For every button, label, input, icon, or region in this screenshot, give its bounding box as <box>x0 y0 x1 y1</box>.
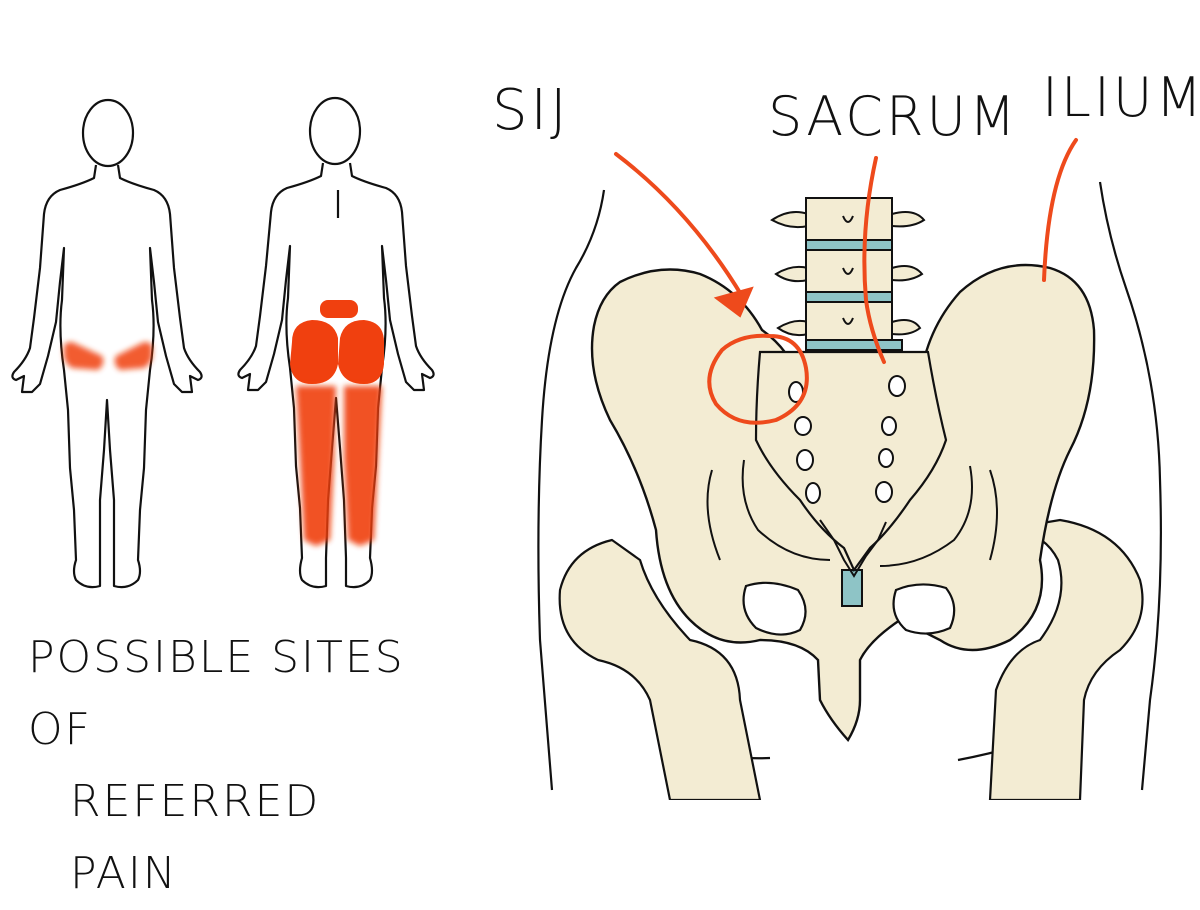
referred-pain-caption: POSSIBLE SITES OF REFERRED PAIN <box>28 622 428 910</box>
sacrum-bone <box>754 350 948 573</box>
front-pain-right-groin <box>114 342 153 370</box>
sacral-foramina <box>788 375 906 504</box>
left-obturator-foramen <box>742 581 807 636</box>
label-sacrum: SACRUM <box>768 85 1019 148</box>
back-pain-right-leg <box>344 386 382 546</box>
back-pain-lower-back <box>320 300 358 318</box>
sij-pointer <box>614 152 744 298</box>
front-body-outline <box>11 164 203 589</box>
lumbar-spine <box>770 197 926 351</box>
back-pain-left-leg <box>296 386 336 546</box>
right-obturator-foramen <box>892 583 956 635</box>
caption-line-2: REFERRED PAIN <box>70 776 321 899</box>
back-pain-left-buttock <box>290 320 338 384</box>
pelvis-diagram <box>537 181 1162 802</box>
pubic-symphysis <box>841 569 863 607</box>
label-ilium: ILIUM <box>1042 66 1200 129</box>
back-pain-areas <box>290 300 384 546</box>
sij-arrowhead <box>713 286 754 318</box>
sij-circle <box>707 333 809 425</box>
back-head <box>308 96 362 166</box>
back-pain-right-buttock <box>338 320 384 384</box>
back-body-figure <box>237 96 435 589</box>
front-pain-left-groin <box>63 342 104 370</box>
caption-line-1: POSSIBLE SITES OF <box>28 632 405 755</box>
front-head <box>81 98 135 168</box>
left-femur <box>558 538 762 802</box>
diagram-canvas <box>11 96 1162 802</box>
coccyx <box>819 519 887 578</box>
label-sij: SIJ <box>492 78 570 143</box>
sacrum-pointer <box>862 156 886 364</box>
front-pain-areas <box>63 342 153 370</box>
illustration: SIJ SACRUM ILIUM POSSIBLE SITES OF REFER… <box>11 66 1200 899</box>
right-femur <box>988 518 1144 802</box>
pointer-arrows <box>614 138 1078 364</box>
pelvic-inner-lines <box>706 459 998 567</box>
back-body-outline <box>237 162 435 589</box>
front-body-figure <box>11 98 203 589</box>
ilium-pointer <box>1042 138 1078 282</box>
